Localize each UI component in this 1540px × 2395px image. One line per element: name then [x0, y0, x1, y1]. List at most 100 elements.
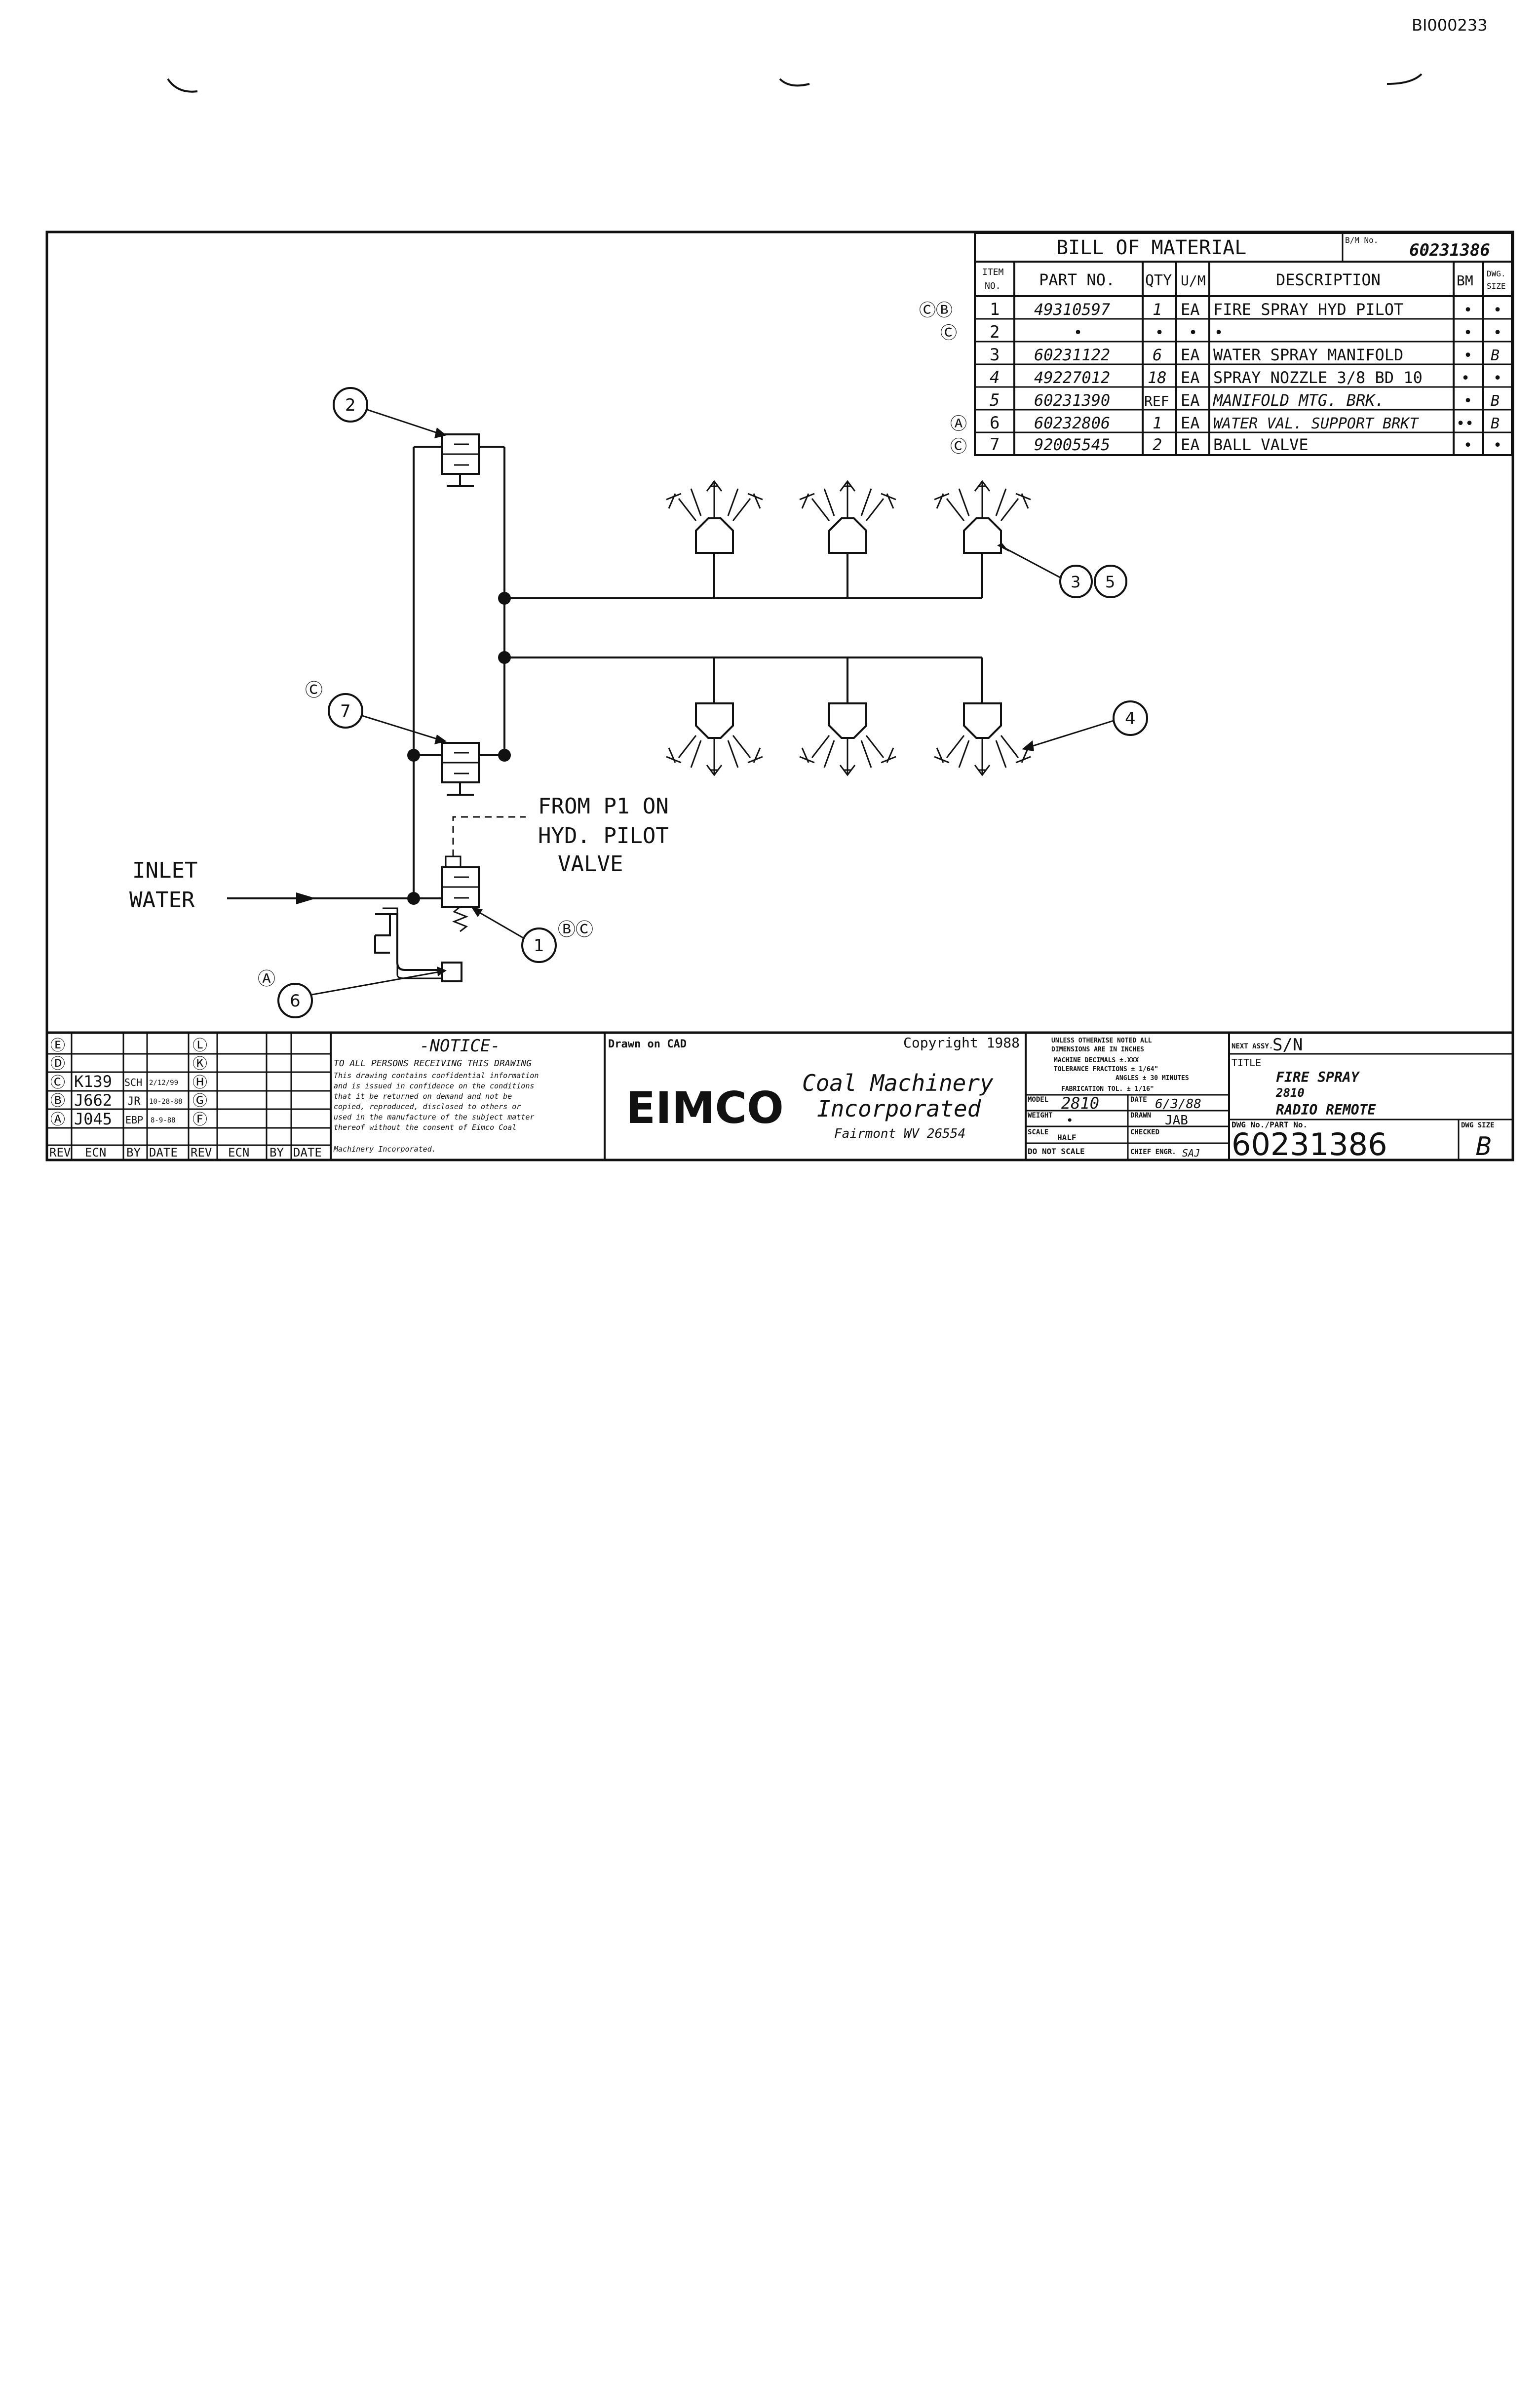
drawing-title: FIRE SPRAY [1276, 1069, 1360, 1085]
bom-row-part: • [1074, 324, 1082, 342]
model-value: 2810 [1061, 1094, 1099, 1113]
bom-row: Ⓒ 7 92005545 2 EA BALL VALVE • • [950, 435, 1502, 457]
callout-bubble [328, 693, 363, 729]
bom-header-part: PART NO. [1039, 270, 1115, 289]
bom-row-part: 60231122 [1034, 346, 1110, 364]
callout-number: 6 [290, 991, 301, 1011]
bom-row-part: 60232806 [1034, 414, 1110, 432]
bom-row-bm: •• [1456, 415, 1474, 432]
bom-row-bm: • [1463, 302, 1472, 319]
bom-row-um: EA [1181, 414, 1200, 432]
pilot-line [452, 816, 526, 856]
bom-row-item: 6 [990, 413, 1000, 433]
bom-row-bm: • [1463, 437, 1472, 454]
bom-row-qty: REF [1144, 393, 1169, 409]
drawn-on-cad: Drawn on CAD [608, 1038, 687, 1050]
revision-footer-label: ECN [85, 1146, 106, 1159]
bom-row: Ⓐ 6 60232806 1 EA WATER VAL. SUPPORT BRK… [950, 413, 1500, 434]
bom-row-item: 4 [990, 368, 1000, 387]
bom-row-description: WATER SPRAY MANIFOLD [1213, 346, 1403, 364]
tolerance-line: TOLERANCE FRACTIONS ± 1/64" [1054, 1066, 1158, 1073]
bom-row-description: • [1214, 324, 1223, 342]
title-label: TITLE [1232, 1057, 1261, 1069]
spray-manifold [934, 702, 1031, 776]
revision-footer-label: ECN [228, 1146, 249, 1159]
scan-artifact-mark [1386, 73, 1423, 85]
bom-row: Ⓒ 2 • • • • • • [940, 322, 1502, 343]
bom-row-um: EA [1181, 391, 1200, 410]
model-label: MODEL [1028, 1096, 1048, 1104]
bom-row-bm: • [1461, 370, 1470, 387]
company-name: Incorporated [817, 1095, 982, 1122]
revision-letter: Ⓗ [192, 1074, 207, 1091]
drawing-size-label: DWG SIZE [1461, 1121, 1494, 1129]
spray-manifold [934, 480, 1031, 554]
callout-number: 2 [345, 395, 356, 415]
callout-bubble [1113, 700, 1148, 736]
revision-footer-label: REV [191, 1146, 212, 1159]
scan-artifact-mark [779, 78, 810, 87]
revision-footer-label: BY [270, 1146, 284, 1159]
support-bracket [374, 907, 462, 982]
scale-value: HALF [1057, 1133, 1077, 1142]
bom-row-bm: • [1463, 392, 1472, 410]
notice-line: TO ALL PERSONS RECEIVING THIS DRAWING [334, 1058, 532, 1069]
bom-row: ⒸⒷ 1 49310597 1 EA FIRE SPRAY HYD PILOT … [919, 300, 1502, 320]
revision-letter: Ⓓ [50, 1055, 65, 1073]
bom-header-bm: BM [1457, 272, 1473, 289]
callout-bubble [1059, 565, 1093, 598]
drawing-number: 60231386 [1232, 1126, 1387, 1162]
bom-row-bm: • [1463, 347, 1472, 364]
revision-row: Ⓓ Ⓚ [50, 1055, 207, 1073]
inlet-water-label: WATER [129, 888, 195, 913]
from-p1-label: FROM P1 ON [538, 794, 669, 819]
scan-artifact-mark [167, 78, 198, 93]
notice-line: used in the manufacture of the subject m… [334, 1113, 534, 1121]
bill-of-material: BILL OF MATERIAL B/M No. 60231386 ITEM N… [919, 232, 1513, 457]
date-value: 6/3/88 [1155, 1097, 1201, 1112]
bom-row-um: EA [1181, 300, 1200, 319]
revision-by: EBP [125, 1114, 143, 1126]
confidentiality-notice: -NOTICE- TO ALL PERSONS RECEIVING THIS D… [333, 1036, 539, 1154]
revision-letter: Ⓚ [192, 1055, 207, 1073]
bom-row-rev: Ⓐ [950, 414, 967, 434]
callout-rev-mark: ⒷⒸ [558, 920, 593, 940]
callout-bubble [333, 387, 368, 423]
bom-row-rev: Ⓒ [940, 323, 957, 343]
callout-rev-mark: Ⓐ [258, 969, 275, 989]
drawn-label: DRAWN [1130, 1112, 1151, 1120]
bom-number-label: B/M No. [1345, 235, 1378, 245]
callout-number: 5 [1105, 573, 1115, 591]
notice-line: thereof without the consent of Eimco Coa… [334, 1123, 516, 1132]
drawing-number-label: DWG No./PART No. [1232, 1120, 1308, 1129]
revision-ecn: K139 [74, 1072, 112, 1091]
spray-nozzle-icon [666, 735, 763, 776]
bom-row-qty: 6 [1153, 346, 1162, 364]
bom-row-bm: • [1463, 324, 1472, 342]
notice-title: -NOTICE- [420, 1036, 500, 1056]
spray-manifold [799, 480, 896, 554]
chief-engineer-signature: SAJ [1182, 1147, 1200, 1159]
chief-engineer-label: CHIEF ENGR. [1130, 1148, 1176, 1156]
bom-row-description: MANIFOLD MTG. BRK. [1213, 391, 1385, 410]
revision-letter: Ⓕ [192, 1111, 207, 1128]
notice-line: and is issued in confidence on the condi… [334, 1082, 534, 1090]
callout-number: 7 [340, 701, 351, 721]
bom-header-dwg: DWG. [1487, 269, 1506, 278]
date-label: DATE [1130, 1096, 1147, 1104]
spray-nozzle-icon [799, 735, 896, 776]
bom-row-item: 3 [990, 345, 1000, 365]
bom-row-size: B [1491, 347, 1500, 364]
drawn-value: JAB [1165, 1113, 1188, 1128]
bom-row-um: EA [1181, 346, 1200, 364]
revision-letter: Ⓖ [192, 1092, 207, 1110]
junction-dot [498, 749, 511, 762]
drawing-title: RADIO REMOTE [1276, 1102, 1376, 1118]
revision-ecn: J662 [74, 1091, 112, 1110]
valve-symbol [441, 433, 480, 487]
scale-label: SCALE [1028, 1128, 1048, 1136]
bom-row-item: 2 [990, 322, 1000, 342]
spray-system-diagram: 2 3 5 4 Ⓒ 7 1 ⒷⒸ Ⓐ 6 FROM P1 ON [129, 387, 1148, 1018]
bom-header-description: DESCRIPTION [1276, 270, 1381, 289]
revision-footer-label: BY [126, 1146, 141, 1159]
